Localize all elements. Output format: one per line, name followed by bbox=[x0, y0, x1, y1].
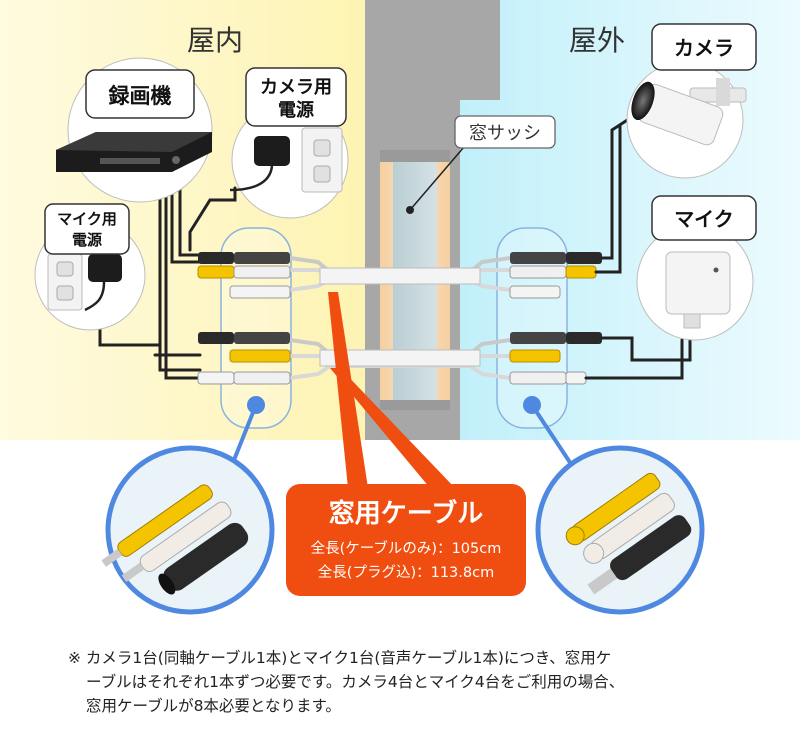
usage-note-line: 窓用ケーブルが8本必要となります。 bbox=[86, 697, 341, 715]
upper-cable-bundle bbox=[289, 256, 511, 292]
camera-power-label-line1: カメラ用 bbox=[260, 77, 332, 98]
mic-power-label-line1: マイク用 bbox=[57, 210, 117, 228]
mic-power-label-line2: 電源 bbox=[72, 231, 102, 249]
camera-label-box bbox=[651, 23, 757, 71]
window-cable-title: 窓用ケーブル bbox=[329, 498, 483, 529]
mic-device bbox=[636, 223, 754, 341]
usage-note-line: ※ カメラ1台(同軸ケーブル1本)とマイク1台(音声ケーブル1本)につき、窓用ケ bbox=[68, 649, 612, 667]
camera-power-device bbox=[229, 101, 349, 219]
camera-power-label-box bbox=[245, 67, 347, 127]
mic-label: マイク bbox=[674, 207, 734, 231]
usage-note-line: ーブルはそれぞれ1本ずつ必要です。カメラ4台とマイク4台をご利用の場合、 bbox=[86, 673, 625, 691]
indoor-black-cables bbox=[98, 183, 237, 380]
outdoor-plug-closeup bbox=[535, 445, 705, 615]
camera-device bbox=[626, 61, 747, 179]
lower-cable-bundle bbox=[289, 338, 511, 380]
recorder-label-box bbox=[85, 69, 195, 119]
camera-power-label-line2: 電源 bbox=[278, 99, 314, 121]
outdoor-upper-plugs bbox=[509, 252, 602, 299]
indoor-plug-closeup bbox=[101, 445, 275, 615]
mic-power-label-box bbox=[44, 203, 130, 255]
indoor-label: 屋内 bbox=[187, 24, 243, 57]
window-cable-spec-plug: 全長(プラグ込)：113.8cm bbox=[318, 563, 494, 581]
camera-label: カメラ bbox=[674, 36, 734, 60]
window-cable-badge bbox=[286, 484, 526, 596]
recorder-label: 録画機 bbox=[109, 84, 172, 108]
mic-label-box bbox=[651, 195, 757, 241]
badge-pointer-left bbox=[328, 292, 368, 488]
window-sash-label-box bbox=[454, 115, 556, 149]
indoor-lower-plugs bbox=[197, 332, 291, 385]
badge-pointer-right bbox=[330, 368, 455, 488]
usage-note: ※ カメラ1台(同軸ケーブル1本)とマイク1台(音声ケーブル1本)につき、窓用ケ… bbox=[68, 646, 768, 718]
outdoor-label: 屋外 bbox=[569, 24, 625, 57]
window-sash-label: 窓サッシ bbox=[469, 123, 541, 144]
outdoor-black-cables bbox=[584, 113, 692, 380]
outdoor-lower-plugs bbox=[509, 332, 602, 385]
window-cable-spec-total: 全長(ケーブルのみ)：105cm bbox=[311, 539, 502, 557]
indoor-upper-plugs bbox=[197, 252, 291, 299]
